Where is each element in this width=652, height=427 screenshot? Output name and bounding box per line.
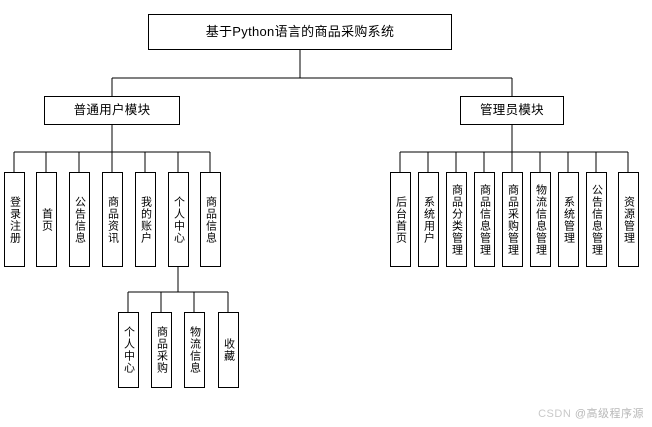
node-admin-logistics-mgmt: 物流信息管理 bbox=[530, 172, 551, 267]
node-admin-purchase-mgmt: 商品采购管理 bbox=[502, 172, 523, 267]
node-user-product-info: 商品信息 bbox=[200, 172, 221, 267]
node-user-announcement: 公告信息 bbox=[69, 172, 90, 267]
node-user-home: 首页 bbox=[36, 172, 57, 267]
watermark-text: @高级程序源 bbox=[574, 408, 644, 420]
node-admin-category-mgmt: 商品分类管理 bbox=[446, 172, 467, 267]
node-user-login-register: 登录注册 bbox=[4, 172, 25, 267]
node-user-my-account: 我的账户 bbox=[135, 172, 156, 267]
node-admin-product-info-mgmt: 商品信息管理 bbox=[474, 172, 495, 267]
node-admin-announcement-mgmt: 公告信息管理 bbox=[586, 172, 607, 267]
node-sub-personal-center: 个人中心 bbox=[118, 312, 139, 388]
branch-user-module: 普通用户模块 bbox=[44, 96, 180, 125]
watermark-prefix: CSDN bbox=[538, 408, 572, 420]
branch-admin-module: 管理员模块 bbox=[460, 96, 564, 125]
node-sub-favorites: 收藏 bbox=[218, 312, 239, 388]
node-admin-resource-mgmt: 资源管理 bbox=[618, 172, 639, 267]
node-admin-system-mgmt: 系统管理 bbox=[558, 172, 579, 267]
node-user-product-news: 商品资讯 bbox=[102, 172, 123, 267]
diagram-title: 基于Python语言的商品采购系统 bbox=[148, 14, 452, 50]
node-sub-product-purchase: 商品采购 bbox=[151, 312, 172, 388]
watermark: CSDN @高级程序源 bbox=[538, 405, 644, 421]
node-user-personal-center: 个人中心 bbox=[168, 172, 189, 267]
node-admin-backend-home: 后台首页 bbox=[390, 172, 411, 267]
node-admin-system-users: 系统用户 bbox=[418, 172, 439, 267]
node-sub-logistics-info: 物流信息 bbox=[184, 312, 205, 388]
